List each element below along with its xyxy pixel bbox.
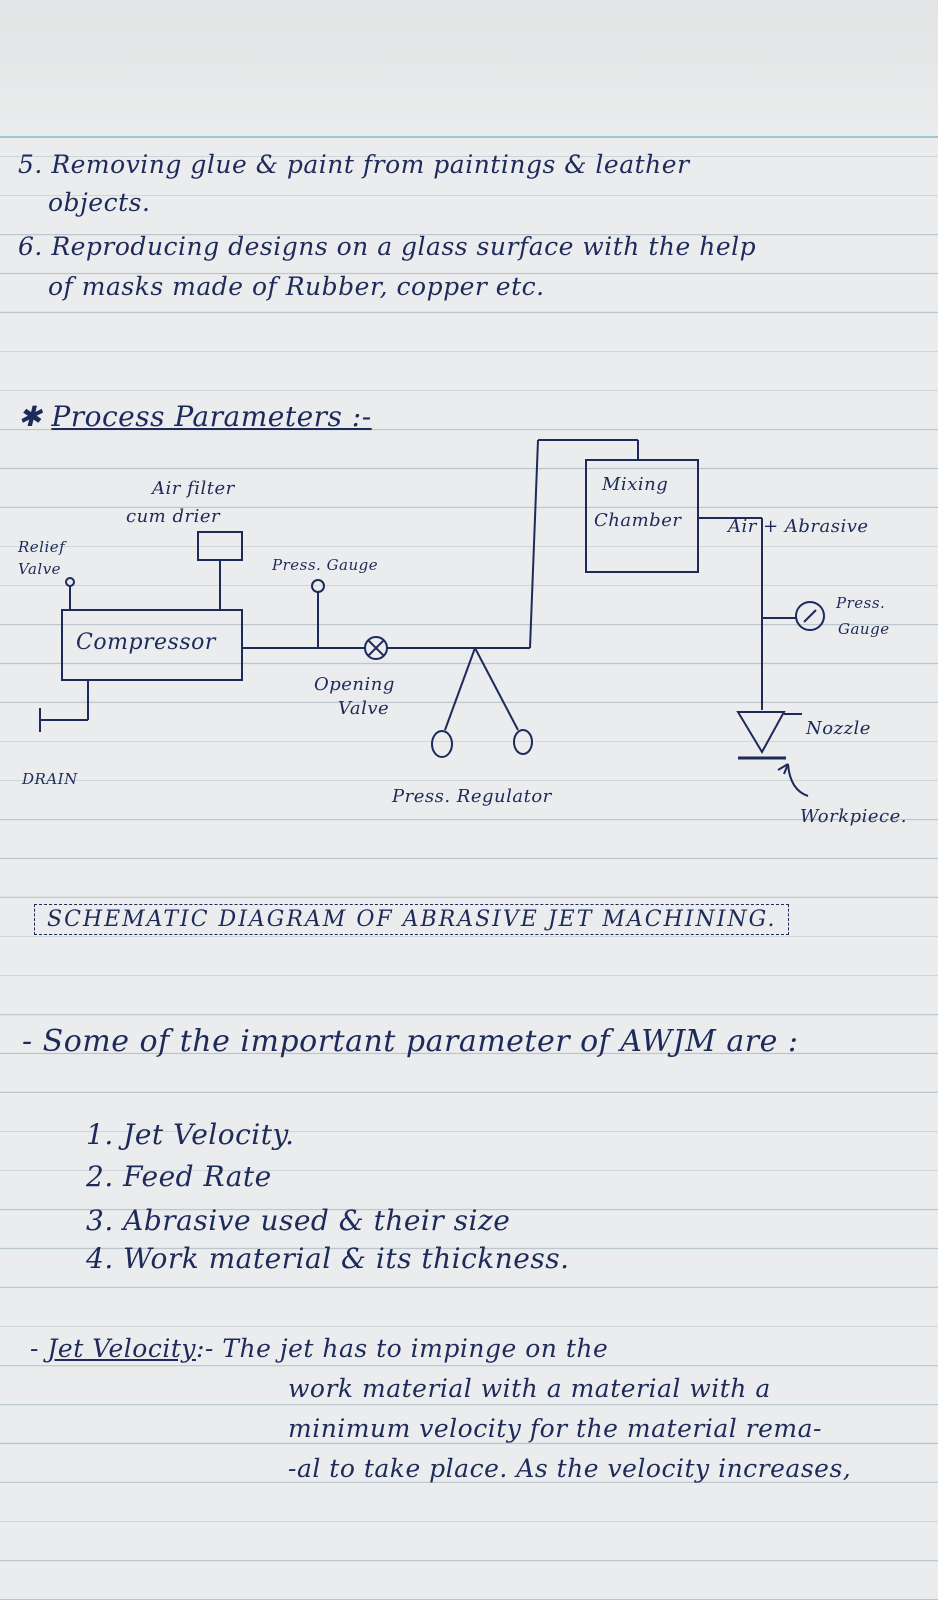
relief-valve-icon [65, 577, 75, 587]
param-item-4: 4. Work material & its thickness. [86, 1242, 570, 1275]
label-relief: Relief [18, 538, 66, 556]
workpiece-arrow-icon [777, 763, 809, 797]
air-filter-box [197, 531, 243, 561]
label-chamber: Chamber [594, 510, 682, 531]
param-item-3: 3. Abrasive used & their size [86, 1204, 511, 1237]
label-air-filter: Air filter [152, 478, 235, 499]
mixing-chamber-box [585, 459, 699, 573]
label-compressor: Compressor [76, 630, 216, 655]
label-opening: Opening [314, 674, 395, 695]
label-valve-opening: Valve [338, 698, 390, 719]
regulator-arm-right [474, 647, 519, 731]
jet-velocity-term: Jet Velocity [47, 1334, 196, 1363]
param-item-1: 1. Jet Velocity. [86, 1118, 295, 1151]
jet-velocity-line4: -al to take place. As the velocity incre… [288, 1454, 852, 1483]
label-cum-drier: cum drier [126, 506, 221, 527]
section-heading: ✱ Process Parameters :- [18, 400, 372, 433]
page-top-shade [0, 0, 938, 130]
label-nozzle: Nozzle [806, 718, 871, 739]
label-workpiece: Workpiece. [800, 806, 908, 827]
regulator-weight-right-icon [513, 729, 533, 755]
jet-velocity-line2: work material with a material with a [288, 1374, 771, 1403]
intro-item-5-line2: objects. [48, 188, 151, 217]
label-mixing: Mixing [602, 474, 669, 495]
top-margin-line [0, 136, 938, 138]
label-air-abrasive: Air + Abrasive [728, 516, 869, 537]
param-item-2: 2. Feed Rate [86, 1160, 272, 1193]
regulator-weight-left-icon [431, 730, 453, 758]
intro-item-6-line2: of masks made of Rubber, copper etc. [48, 272, 545, 301]
label-drain: DRAIN [22, 770, 78, 788]
label-valve: Valve [18, 560, 62, 578]
label-press-right: Press. [836, 594, 886, 612]
jet-velocity-line1: - Jet Velocity:- The jet has to impinge … [30, 1334, 609, 1363]
pressure-gauge-right-icon [795, 601, 825, 631]
jet-velocity-line3: minimum velocity for the material rema- [288, 1414, 822, 1443]
schematic-diagram [39, 439, 825, 797]
intro-item-5-line1: 5. Removing glue & paint from paintings … [18, 150, 690, 179]
compressor-box [61, 609, 243, 681]
label-press-gauge-left: Press. Gauge [272, 556, 379, 574]
pressure-gauge-left-icon [311, 579, 325, 593]
label-gauge-right: Gauge [838, 620, 890, 638]
nozzle-icon [736, 711, 786, 755]
regulator-arm-left [444, 647, 476, 731]
label-press-regulator: Press. Regulator [392, 786, 552, 807]
params-intro: - Some of the important parameter of AWJ… [22, 1024, 799, 1059]
intro-item-6-line1: 6. Reproducing designs on a glass surfac… [18, 232, 757, 261]
diagram-caption: SCHEMATIC DIAGRAM OF ABRASIVE JET MACHIN… [34, 904, 790, 935]
